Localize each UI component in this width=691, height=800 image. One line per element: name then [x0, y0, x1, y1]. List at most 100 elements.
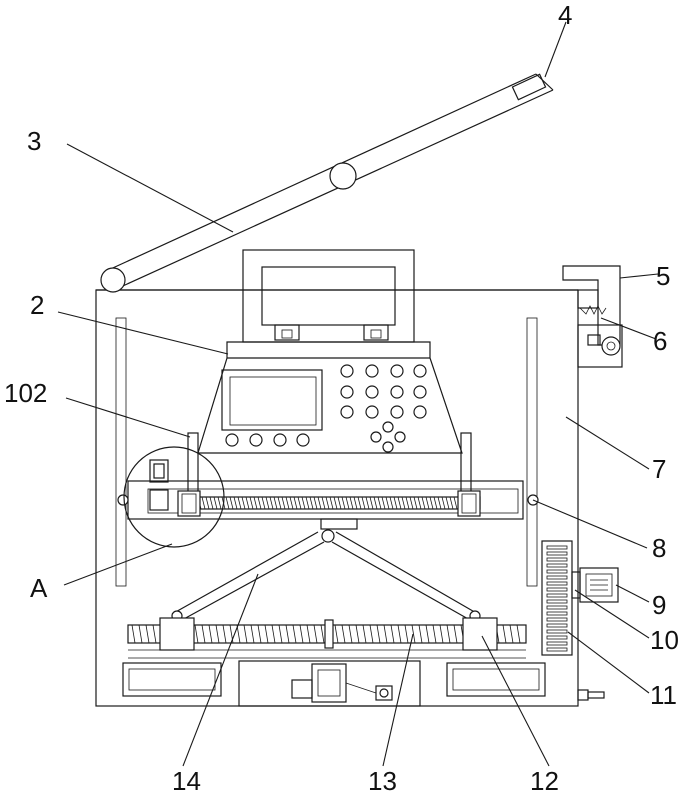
screw-thread-mark — [357, 496, 362, 510]
screw-thread-mark — [341, 496, 346, 510]
reference-labels: 4 3 2 102 A 5 6 7 8 9 10 11 12 13 14 — [4, 0, 679, 796]
screw-thread-mark — [299, 624, 304, 644]
screw-thread-mark — [309, 496, 314, 510]
screw-thread-mark — [277, 496, 282, 510]
screw-thread-mark — [453, 496, 458, 510]
screw-thread-mark — [293, 496, 298, 510]
screw-thread-mark — [201, 624, 206, 644]
screw-thread-mark — [405, 496, 410, 510]
screw-thread-mark — [369, 624, 374, 644]
screw-thread-mark — [433, 496, 438, 510]
screw-thread-mark — [333, 496, 338, 510]
screw-thread-mark — [225, 496, 230, 510]
screw-thread-mark — [313, 624, 318, 644]
screw-thread-mark — [305, 496, 310, 510]
screw-thread-mark — [301, 496, 306, 510]
console — [197, 341, 463, 454]
gear-drive — [541, 540, 619, 656]
screw-thread-mark — [383, 624, 388, 644]
keypad — [340, 364, 427, 453]
screw-thread-mark — [509, 624, 514, 644]
screw-thread-mark — [429, 496, 434, 510]
screw-thread-mark — [377, 496, 382, 510]
screw-thread-mark — [292, 624, 297, 644]
gear-tooth — [546, 557, 568, 562]
screw-thread-mark — [341, 624, 346, 644]
screw-thread-mark — [365, 496, 370, 510]
screw-thread-mark — [317, 496, 322, 510]
gear-tooth — [546, 635, 568, 640]
gear-tooth — [546, 587, 568, 592]
screw-thread-mark — [269, 496, 274, 510]
lid-arm — [100, 73, 554, 293]
screw-thread-mark — [337, 496, 342, 510]
screw-thread-mark — [215, 624, 220, 644]
screw-thread-mark — [245, 496, 250, 510]
gear-tooth — [546, 569, 568, 574]
label-14: 14 — [172, 766, 201, 796]
screw-thread-mark — [369, 496, 374, 510]
screw-thread-mark — [355, 624, 360, 644]
label-102: 102 — [4, 378, 47, 408]
screw-thread-mark — [432, 624, 437, 644]
screw-thread-mark — [271, 624, 276, 644]
base-compartments — [122, 660, 605, 707]
screw-thread-mark — [439, 624, 444, 644]
label-2: 2 — [30, 290, 44, 320]
screw-thread-mark — [222, 624, 227, 644]
screw-thread-mark — [404, 624, 409, 644]
screw-thread-mark — [397, 496, 402, 510]
screw-thread-mark — [409, 496, 414, 510]
screw-thread-mark — [401, 496, 406, 510]
detail-circle-a — [123, 446, 225, 548]
screw-thread-mark — [361, 496, 366, 510]
screw-thread-mark — [334, 624, 339, 644]
screw-thread-mark — [285, 496, 290, 510]
scissor-links — [171, 531, 481, 622]
screw-thread-mark — [320, 624, 325, 644]
gear-tooth — [546, 629, 568, 634]
screw-thread-mark — [257, 496, 262, 510]
screw-thread-mark — [205, 496, 210, 510]
gear-tooth — [546, 623, 568, 628]
monitor — [242, 249, 415, 343]
gear-tooth — [546, 581, 568, 586]
label-6: 6 — [653, 326, 667, 356]
screw-thread-mark — [516, 624, 521, 644]
screw-thread-mark — [313, 496, 318, 510]
gear-tooth — [546, 611, 568, 616]
screw-thread-mark — [445, 496, 450, 510]
screw-thread-mark — [273, 496, 278, 510]
screw-thread-mark — [418, 624, 423, 644]
screw-thread-mark — [446, 624, 451, 644]
screw-thread-mark — [265, 496, 270, 510]
screw-thread-mark — [502, 624, 507, 644]
screw-platform — [117, 459, 539, 543]
screw-thread-mark — [449, 496, 454, 510]
label-3: 3 — [27, 126, 41, 156]
screw-thread-mark — [264, 624, 269, 644]
screw-thread-mark — [253, 496, 258, 510]
screw-thread-mark — [278, 624, 283, 644]
screw-thread-mark — [385, 496, 390, 510]
label-11: 11 — [650, 680, 677, 710]
screw-thread-mark — [249, 496, 254, 510]
screw-thread-mark — [138, 624, 143, 644]
screw-thread-mark — [131, 624, 136, 644]
leader-lines — [57, 21, 659, 767]
gear-tooth — [546, 551, 568, 556]
screw-thread-mark — [281, 496, 286, 510]
label-13: 13 — [368, 766, 397, 796]
screw-thread-mark — [393, 496, 398, 510]
screw-thread-mark — [345, 496, 350, 510]
screw-thread-mark — [413, 496, 418, 510]
screw-thread-mark — [241, 496, 246, 510]
bottom-screw — [127, 617, 527, 659]
screw-thread-mark — [145, 624, 150, 644]
label-7: 7 — [652, 454, 666, 484]
label-10: 10 — [650, 625, 679, 655]
gear-tooth — [546, 641, 568, 646]
screw-thread-mark — [194, 624, 199, 644]
screw-thread-mark — [389, 496, 394, 510]
gear-tooth — [546, 575, 568, 580]
